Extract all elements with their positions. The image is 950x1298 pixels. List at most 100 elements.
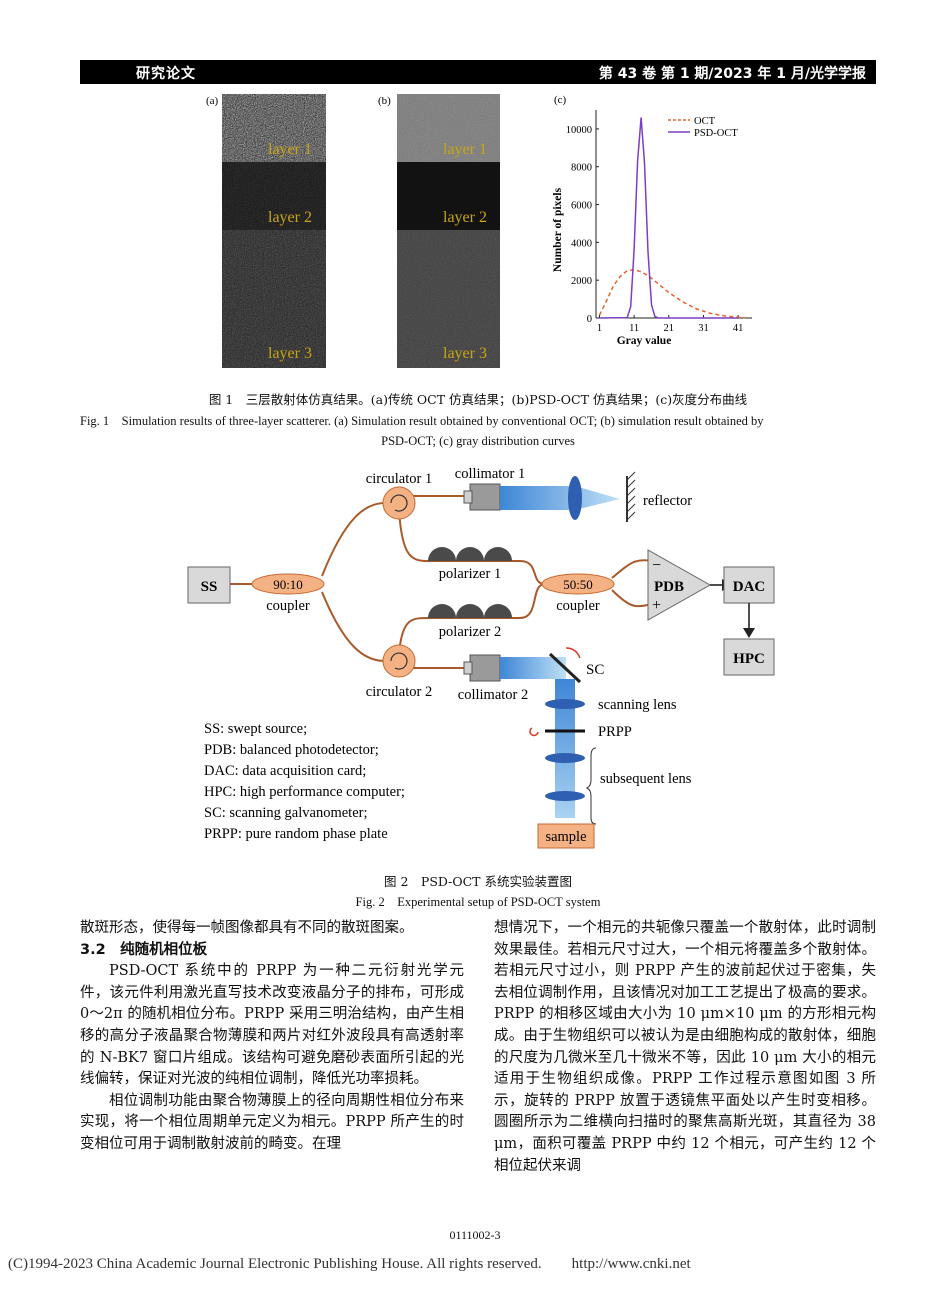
copyright-line: (C)1994-2023 China Academic Journal Elec… [8, 1256, 691, 1272]
left-paragraph-0: 散斑形态，使得每一帧图像都具有不同的散斑图案。 [80, 920, 414, 936]
circulator2-label: circulator 2 [366, 684, 432, 700]
reflector-label: reflector [643, 493, 692, 509]
hpc-box [723, 638, 775, 676]
chart-ylabel: Number of pixels [552, 187, 564, 272]
sc-label: SC [586, 662, 604, 678]
panel-a-label: (a) [206, 95, 219, 107]
circulator1-label: circulator 1 [366, 471, 432, 487]
body-left-column: 散斑形态，使得每一帧图像都具有不同的散斑图案。 3.2 纯随机相位板 PSD-O… [80, 918, 464, 1156]
y-tick-label: 2000 [571, 276, 592, 287]
legend-psd: PSD-OCT [694, 128, 738, 139]
subsequent-lens-1 [545, 753, 585, 763]
prpp-label: PRPP [598, 724, 632, 740]
coupler2-label: coupler [556, 598, 600, 614]
scanning-lens [545, 699, 585, 709]
panel-c-label: (c) [554, 94, 567, 106]
collimator-1 [469, 483, 501, 511]
circulator-1-arrow-icon [390, 494, 408, 512]
panel-b-label: (b) [378, 95, 391, 107]
chart-xlabel: Gray value [617, 335, 672, 347]
fig2-caption-en: Fig. 2 Experimental setup of PSD-OCT sys… [355, 895, 601, 909]
circulator-1 [382, 486, 416, 520]
polarizer1-label: polarizer 1 [439, 566, 501, 582]
polarizer-1 [428, 547, 512, 561]
x-tick-label: 31 [698, 323, 709, 334]
subsequent-lens-bracket [585, 747, 597, 825]
series-line-oct [598, 269, 746, 319]
polarizer2-label: polarizer 2 [439, 624, 501, 640]
pdb-amplifier [647, 549, 712, 621]
coupler-50-50 [541, 573, 615, 595]
fig1-caption-cn: 图 1 三层散射体仿真结果。(a)传统 OCT 仿真结果；(b)PSD-OCT … [208, 392, 748, 407]
sc-rotation-icon [565, 647, 581, 659]
x-tick-label: 11 [629, 323, 639, 334]
sc-mirror [548, 652, 582, 684]
legend-oct: OCT [694, 116, 716, 127]
circulator-2 [382, 644, 416, 678]
dac-box [723, 566, 775, 604]
legend-line-2: PDB: balanced photodetector; [204, 742, 379, 758]
lens-1 [568, 476, 582, 520]
fig2-legend: SS: swept source; PDB: balanced photodet… [204, 721, 405, 842]
prpp-rotation-icon [529, 727, 539, 737]
panel-b-layer3-label: layer 3 [443, 345, 487, 362]
y-tick-label: 8000 [571, 163, 592, 174]
pdb-label: PDB [654, 579, 684, 595]
beam-vertical [555, 679, 575, 818]
subsequent-lens-2 [545, 791, 585, 801]
page-number: 0111002-3 [449, 1228, 501, 1242]
y-tick-label: 0 [587, 314, 592, 325]
panel-a-layer3-label: layer 3 [268, 345, 312, 362]
coupler1-label: coupler [266, 598, 310, 614]
legend-line-4: HPC: high performance computer; [204, 784, 405, 800]
pdb-minus: − [652, 557, 661, 574]
left-paragraph-1: PSD-OCT 系统中的 PRPP 为一种二元衍射光学元件，该元件利用激光直写技… [80, 963, 464, 1088]
hpc-label: HPC [733, 651, 765, 667]
fig2-caption-cn: 图 2 PSD-OCT 系统实验装置图 [383, 874, 572, 889]
collimator1-label: collimator 1 [455, 466, 525, 482]
series-line-psd-oct [599, 117, 739, 319]
panel-a-layer2-label: layer 2 [268, 209, 312, 226]
panel-a-layer1-label: layer 1 [268, 141, 312, 158]
body-right-column: 想情况下，一个相元的共轭像只覆盖一个散射体，此时调制效果最佳。若相元尺寸过大，一… [494, 918, 876, 1177]
fig1-caption-en-2: PSD-OCT; (c) gray distribution curves [381, 434, 575, 448]
panel-a-layer3-speckle [222, 230, 326, 368]
dac-label: DAC [733, 579, 766, 595]
y-tick-label: 6000 [571, 201, 592, 212]
reflector-hatch [626, 471, 636, 521]
panel-a-layer1-speckle [222, 94, 326, 162]
fig1-panels-ab: (a) layer 1 layer 2 layer 3 (b) layer 1 … [206, 94, 500, 368]
coupler-90-10 [251, 573, 325, 595]
scanning-lens-label: scanning lens [598, 697, 677, 713]
panel-b-layer1-label: layer 1 [443, 141, 487, 158]
section-label: 研究论文 [136, 66, 196, 82]
sample-label: sample [545, 829, 586, 845]
beam-2 [500, 657, 566, 679]
sample-box [537, 823, 595, 849]
y-tick-label: 4000 [571, 238, 592, 249]
panel-b-layer2-label: layer 2 [443, 209, 487, 226]
collimator-2 [469, 654, 501, 682]
y-tick-label: 10000 [566, 125, 592, 136]
beam-1 [500, 486, 620, 510]
x-tick-label: 21 [664, 323, 675, 334]
chart-lines [598, 117, 746, 319]
circulator-2-arrow-icon [390, 652, 408, 670]
legend-line-3: DAC: data acquisition card; [204, 763, 366, 779]
legend-line-6: PRPP: pure random phase plate [204, 826, 388, 842]
right-paragraph-1: 想情况下，一个相元的共轭像只覆盖一个散射体，此时调制效果最佳。若相元尺寸过大，一… [494, 920, 876, 1174]
arrow-dac-hpc-icon [743, 628, 755, 638]
pdb-plus: + [652, 597, 661, 614]
collimator2-label: collimator 2 [458, 687, 528, 703]
x-tick-label: 1 [597, 323, 602, 334]
ss-label: SS [201, 579, 218, 595]
x-tick-label: 41 [733, 323, 744, 334]
panel-b-layer2-speckle [397, 162, 500, 230]
subsequent-lens-label: subsequent lens [600, 771, 692, 787]
fig2-diagram: SS 90:10 coupler circulator 1 circulator… [187, 466, 775, 849]
ss-box [187, 566, 231, 604]
legend-line-1: SS: swept source; [204, 721, 307, 737]
polarizer-2 [428, 604, 512, 618]
